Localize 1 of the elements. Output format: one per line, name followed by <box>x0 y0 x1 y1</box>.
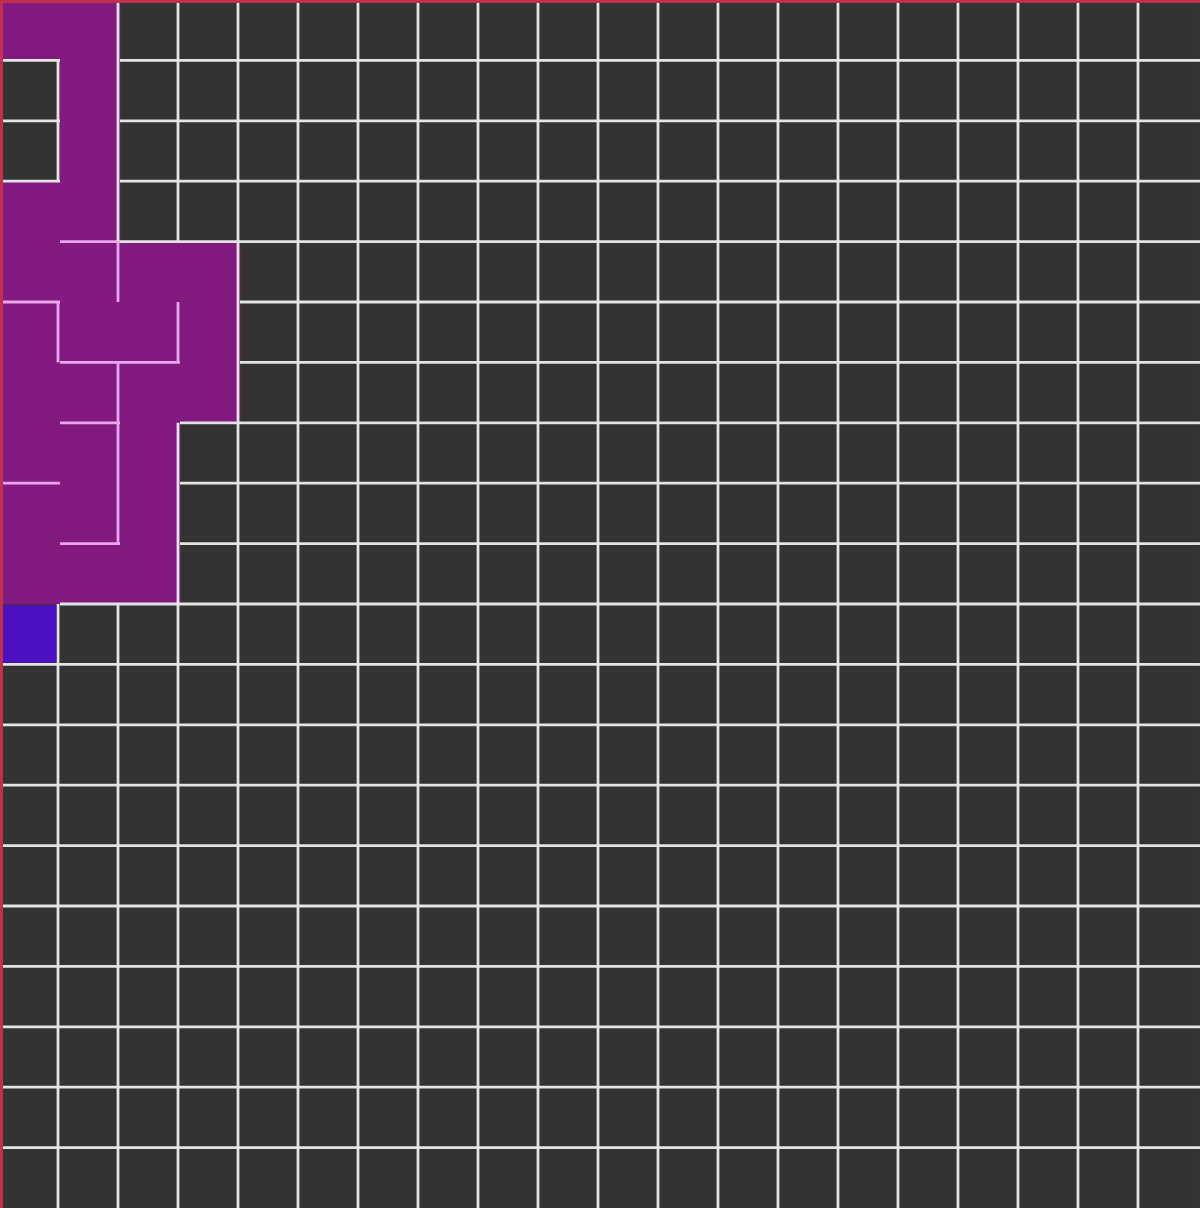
current-cell <box>3 605 57 663</box>
